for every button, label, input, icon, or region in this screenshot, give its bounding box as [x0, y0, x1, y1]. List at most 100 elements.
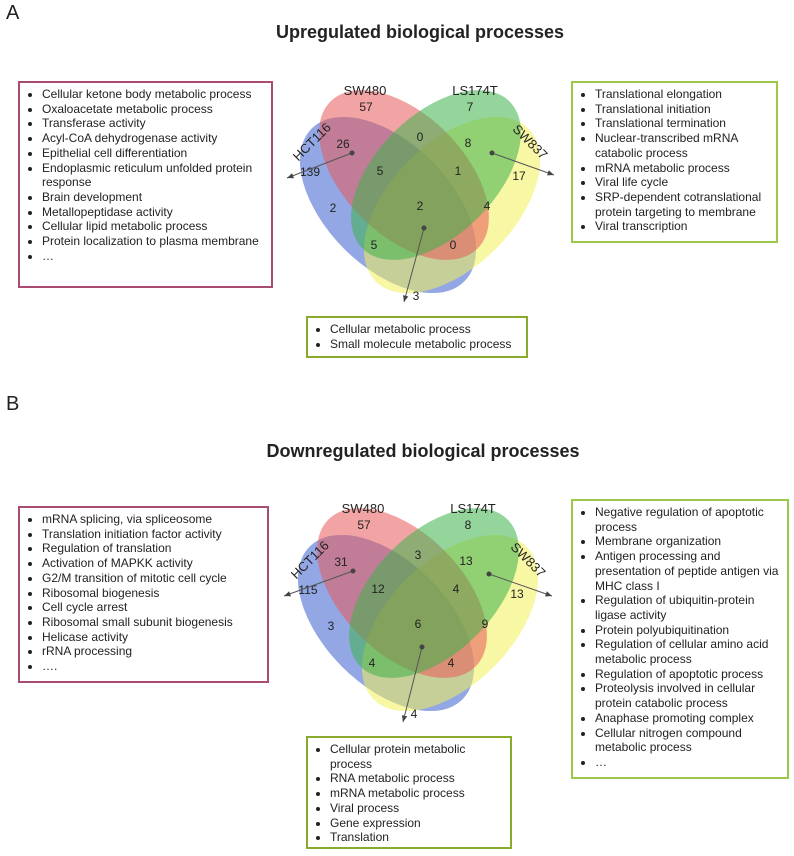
panel-b-label: B — [6, 393, 20, 415]
list-item: Regulation of cellular amino acid metabo… — [595, 637, 779, 666]
arrowhead — [287, 173, 294, 179]
list-item: Nuclear-transcribed mRNA catabolic proce… — [595, 131, 768, 160]
region-count-hct116-sw480-sw837: 0 — [450, 238, 457, 252]
connector-line — [402, 646, 423, 723]
ls174t-label: LS174T — [452, 83, 498, 98]
connector-dot — [489, 150, 495, 156]
list-item: mRNA metabolic process — [330, 786, 502, 801]
list-item: Translational termination — [595, 116, 768, 131]
list-item: … — [42, 249, 263, 264]
panel-a-right-list: Translational elongationTranslational in… — [581, 87, 768, 234]
list-item: rRNA processing — [42, 644, 259, 659]
sw480-label: SW480 — [344, 83, 387, 98]
panel-b-left-box: mRNA splicing, via spliceosomeTranslatio… — [18, 506, 269, 683]
list-item: Small molecule metabolic process — [330, 337, 518, 352]
list-item: Translation — [330, 830, 502, 845]
list-item: Translation initiation factor activity — [42, 527, 259, 542]
region-count-all: 6 — [415, 617, 422, 631]
connector-dot — [349, 150, 355, 156]
list-item: Cell cycle arrest — [42, 600, 259, 615]
panel-a-title: Upregulated biological processes — [275, 22, 565, 42]
region-count-sw480-sw837: 9 — [482, 617, 489, 631]
list-item: SRP-dependent cotranslational protein ta… — [595, 190, 768, 219]
list-item: Cellular metabolic process — [330, 322, 518, 337]
list-item: …. — [42, 659, 259, 674]
region-count-sw837-only: 13 — [510, 587, 524, 601]
list-item: Viral life cycle — [595, 175, 768, 190]
region-count-hct116-sw480-ls174t: 12 — [371, 582, 385, 596]
list-item: Viral transcription — [595, 219, 768, 234]
list-item: … — [595, 755, 779, 770]
list-item: Cellular protein metabolic process — [330, 742, 502, 771]
panel-b-right-list: Negative regulation of apoptotic process… — [581, 505, 779, 770]
list-item: Regulation of translation — [42, 541, 259, 556]
connector-dot — [350, 568, 356, 574]
region-count-all: 2 — [417, 199, 424, 213]
list-item: Metallopeptidase activity — [42, 205, 263, 220]
connector-line — [286, 152, 353, 179]
list-item: Translational initiation — [595, 102, 768, 117]
connector-dot — [419, 644, 425, 650]
region-count-hct116-only: 139 — [300, 165, 320, 179]
list-item: Gene expression — [330, 816, 502, 831]
list-item: Acyl-CoA dehydrogenase activity — [42, 131, 263, 146]
list-item: Protein localization to plasma membrane — [42, 234, 263, 249]
region-count-sw480-only: 57 — [359, 100, 373, 114]
list-item: Ribosomal small subunit biogenesis — [42, 615, 259, 630]
list-item: Regulation of apoptotic process — [595, 667, 779, 682]
region-count-sw480-sw837: 4 — [484, 199, 491, 213]
region-count-hct116-sw480: 26 — [336, 137, 350, 151]
list-item: Protein polyubiquitination — [595, 623, 779, 638]
panel-b-right-box: Negative regulation of apoptotic process… — [571, 499, 789, 779]
connector-dot — [421, 225, 427, 231]
panel-b-bottom-list: Cellular protein metabolic processRNA me… — [316, 742, 502, 845]
connector-line — [283, 570, 354, 597]
list-item: Endoplasmic reticulum unfolded protein r… — [42, 161, 263, 190]
connector-line — [491, 152, 555, 176]
list-item: mRNA splicing, via spliceosome — [42, 512, 259, 527]
panel-a-bottom-list: Cellular metabolic processSmall molecule… — [316, 322, 518, 351]
list-item: Translational elongation — [595, 87, 768, 102]
arrowhead — [284, 591, 291, 597]
list-item: Helicase activity — [42, 630, 259, 645]
region-count-ls174t-sw837: 13 — [459, 554, 473, 568]
panel-a-bottom-box: Cellular metabolic processSmall molecule… — [306, 316, 528, 358]
region-count-sw480-ls174t: 0 — [417, 130, 424, 144]
list-item: Ribosomal biogenesis — [42, 586, 259, 601]
arrowhead — [545, 591, 552, 597]
region-count-hct116-ls174t-sw837: 4 — [369, 656, 376, 670]
list-item: Oxaloacetate metabolic process — [42, 102, 263, 117]
arrowhead — [401, 715, 408, 722]
region-count-hct116-sw480: 31 — [334, 555, 348, 569]
region-count-hct116-sw480-sw837: 4 — [448, 656, 455, 670]
region-count-sw837-only: 17 — [512, 169, 526, 183]
list-item: Epithelial cell differentiation — [42, 146, 263, 161]
list-item: G2/M transition of mitotic cell cycle — [42, 571, 259, 586]
sw480-label: SW480 — [342, 501, 385, 516]
connector-line — [488, 573, 553, 597]
panel-b-left-list: mRNA splicing, via spliceosomeTranslatio… — [28, 512, 259, 674]
list-item: Proteolysis involved in cellular protein… — [595, 681, 779, 710]
arrowhead — [547, 170, 554, 176]
region-count-hct116-only: 115 — [298, 583, 317, 597]
ls174t-set-ellipse — [351, 90, 521, 260]
list-item: RNA metabolic process — [330, 771, 502, 786]
list-item: Brain development — [42, 190, 263, 205]
list-item: mRNA metabolic process — [595, 161, 768, 176]
ls174t-label: LS174T — [450, 501, 496, 516]
list-item: Antigen processing and presentation of p… — [595, 549, 779, 593]
panel-b-bottom-box: Cellular protein metabolic processRNA me… — [306, 736, 512, 849]
list-item: Membrane organization — [595, 534, 779, 549]
list-item: Regulation of ubiquitin-protein ligase a… — [595, 593, 779, 622]
panel-a-right-box: Translational elongationTranslational in… — [571, 81, 778, 243]
list-item: Transferase activity — [42, 116, 263, 131]
region-count-hct116-ls174t: 3 — [328, 619, 335, 633]
list-item: Anaphase promoting complex — [595, 711, 779, 726]
region-count-hct116-ls174t-sw837: 5 — [371, 238, 378, 252]
arrowhead — [403, 295, 409, 302]
region-count-hct116-sw837: 4 — [411, 707, 418, 721]
connector-line — [403, 227, 425, 303]
panel-a-label: A — [6, 2, 20, 24]
region-count-ls174t-only: 8 — [465, 518, 472, 532]
